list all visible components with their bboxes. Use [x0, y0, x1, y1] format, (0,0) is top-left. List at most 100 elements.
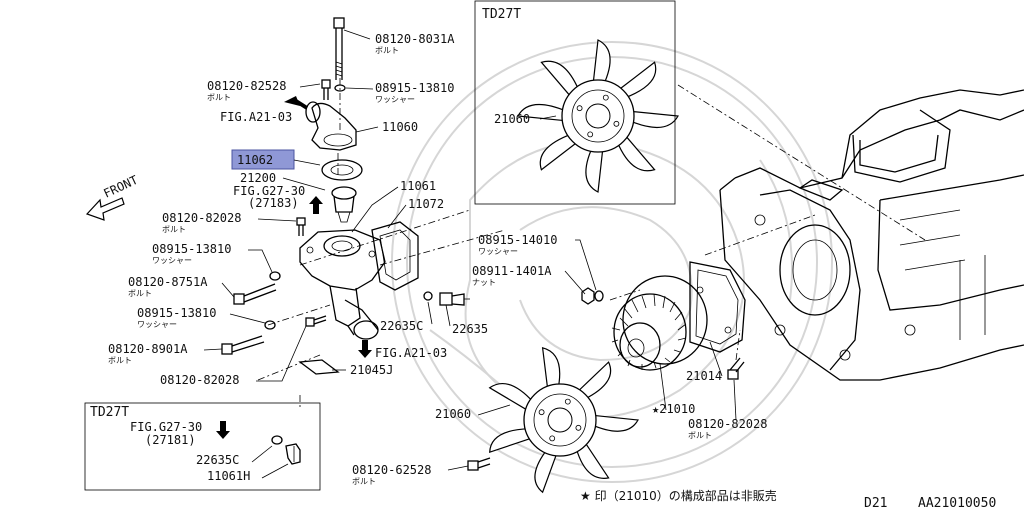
- inset-top-frame: [474, 0, 676, 205]
- callout-8751a-sub: ボルト: [128, 289, 152, 298]
- callout-22635c: 22635C: [380, 319, 423, 333]
- callout-82028-a-sub: ボルト: [162, 225, 186, 234]
- bolt-82528: [321, 79, 331, 100]
- callout-21014: 21014: [686, 369, 722, 383]
- fan-hub: [547, 407, 573, 433]
- bolt-8751a: [233, 283, 277, 305]
- thermostat-housing-assembly: [221, 17, 470, 375]
- callout-21060-bottom: 21060: [435, 407, 471, 421]
- plug-11061h: [285, 443, 301, 465]
- callout-14010-sub: ワッシャー: [478, 247, 518, 256]
- fan-blade: [539, 133, 580, 171]
- fan-bolt-hole: [587, 131, 594, 138]
- fan-bolt-hole: [602, 94, 609, 101]
- gasket-11062: [321, 159, 363, 181]
- nut-1401a: [581, 287, 595, 305]
- callout-82028-a: 08120-82028: [162, 211, 241, 225]
- bolt-8031a: [333, 17, 345, 80]
- callout-27183: (27183): [248, 196, 299, 210]
- callout-8031a-sub: ボルト: [375, 46, 399, 55]
- callout-11072: 11072: [408, 197, 444, 211]
- callout-fig-a21-top: FIG.A21-03: [220, 110, 292, 124]
- callout-13810-c: 08915-13810: [137, 306, 216, 320]
- inset-bottom-11061h: 11061H: [207, 469, 250, 483]
- inset-bottom-title: TD27T: [90, 405, 129, 420]
- callout-62528: 08120-62528: [352, 463, 431, 477]
- washer-22635c: [423, 291, 433, 301]
- callout-13810-top-sub: ワッシャー: [375, 95, 415, 104]
- leader-lines: [203, 29, 737, 471]
- callout-13810-b-sub: ワッシャー: [152, 256, 192, 265]
- callout-21060-top: 21060: [494, 112, 530, 126]
- fan-blade: [541, 347, 561, 392]
- fan-21060-top: [517, 39, 679, 193]
- inset-top-title: TD27T: [482, 7, 521, 22]
- fan-hub: [585, 103, 611, 129]
- callout-82528: 08120-82528: [207, 79, 286, 93]
- callout-fig-g27-30: FIG.G27-30: [233, 184, 305, 198]
- fan-bolt-hole: [564, 398, 571, 405]
- callout-11060: 11060: [382, 120, 418, 134]
- callout-21200: 21200: [240, 171, 276, 185]
- inset-bottom-22635c: 22635C: [196, 453, 239, 467]
- callout-13810-top: 08915-13810: [375, 81, 454, 95]
- footer-model: D21: [864, 496, 887, 511]
- fan-bolt-hole: [613, 120, 620, 127]
- callout-82528-sub: ボルト: [207, 93, 231, 102]
- callout-11062: 11062: [237, 153, 273, 167]
- fan-blade: [575, 361, 612, 401]
- callout-8031a: 08120-8031A: [375, 32, 455, 46]
- callout-1401a: 08911-1401A: [472, 264, 552, 278]
- bolt-8901a: [221, 335, 265, 355]
- callout-21010: ★21010: [652, 402, 695, 416]
- washer-c: [264, 320, 276, 330]
- callout-82028-c-sub: ボルト: [688, 431, 712, 440]
- thermostat-housing: [299, 229, 386, 291]
- fan-bolt-hole: [576, 105, 583, 112]
- fan-ring-inner: [533, 393, 587, 447]
- fan-blade: [616, 133, 656, 172]
- washer-top: [334, 84, 346, 92]
- fan-bolt-hole: [538, 409, 545, 416]
- callout-62528-sub: ボルト: [352, 477, 376, 486]
- guide-lines: [257, 75, 926, 410]
- callout-11061: 11061: [400, 179, 436, 193]
- front-label: FRONT: [101, 173, 140, 201]
- callout-82028-b: 08120-82028: [160, 373, 239, 387]
- fan-21060-bottom: [488, 347, 639, 494]
- washer-14010: [594, 290, 604, 302]
- fan-blade: [540, 60, 580, 99]
- fan-blade: [489, 428, 534, 454]
- fan-blade: [629, 110, 679, 128]
- callout-fig-a21-bottom: FIG.A21-03: [375, 346, 447, 360]
- fan-ring-inner: [571, 89, 625, 143]
- plate-21045j: [298, 359, 340, 375]
- callout-8901a: 08120-8901A: [108, 342, 188, 356]
- callout-22635: 22635: [452, 322, 488, 336]
- callout-82028-c: 08120-82028: [688, 417, 767, 431]
- gasket-11072: [371, 221, 419, 291]
- washer-b: [269, 271, 281, 281]
- fan-blade: [534, 447, 559, 494]
- front-arrow: FRONT: [85, 173, 140, 221]
- fan-blade: [592, 39, 611, 87]
- fan-bolt-hole: [549, 435, 556, 442]
- water-pump: [467, 261, 746, 471]
- highlight-11062: [231, 149, 295, 170]
- callout-1401a-sub: ナット: [472, 278, 496, 287]
- callout-8901a-sub: ボルト: [108, 356, 132, 365]
- thermostat: [331, 186, 357, 223]
- callout-13810-b: 08915-13810: [152, 242, 231, 256]
- footer-diagram-id: AA21010050: [918, 496, 996, 511]
- fan-blade: [616, 61, 657, 99]
- fan-blade: [488, 383, 535, 412]
- inset-bottom-fig: FIG.G27-30: [130, 420, 202, 434]
- water-outlet: [311, 102, 357, 151]
- footer-note: ★ 印（21010）の構成部品は非販売: [580, 488, 777, 503]
- washer-inset: [271, 435, 283, 445]
- inset-bottom-fig-ref: (27181): [145, 433, 196, 447]
- callout-21045j: 21045J: [350, 363, 393, 377]
- fan-blade: [517, 104, 567, 122]
- fan-bolt-hole: [575, 424, 582, 431]
